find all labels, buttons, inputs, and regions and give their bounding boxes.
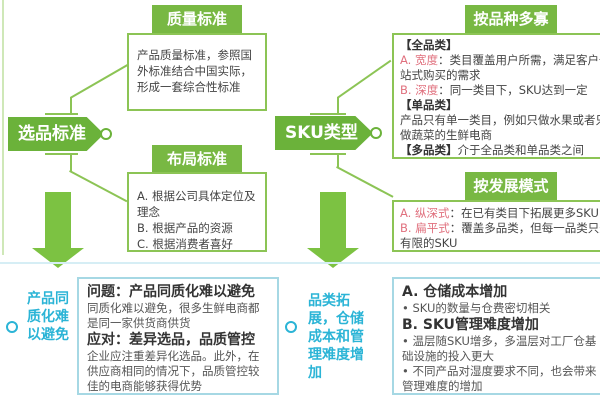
ring-icon — [370, 127, 382, 139]
single-category-text: 产品只有单一类目，例如只做水果或者只做蔬菜的生鲜电商 — [400, 113, 600, 142]
connector — [337, 155, 339, 167]
vertical-text: ：在已有类目下拓展更多SKU — [449, 206, 599, 220]
tab-quality: 质量标准 — [152, 5, 242, 33]
response-heading: 应对：差异选品，品质管控 — [87, 332, 255, 348]
problem-heading: 问题：产品同质化难以避免 — [87, 284, 255, 300]
problem-text: 同质化难以避免，很多生鲜电商都是同一家供货商供货 — [87, 301, 260, 330]
width-text: ：类目覆盖用户所需，满足客户一站式购买的需求 — [400, 53, 600, 82]
down-arrow-icon — [32, 192, 84, 268]
quality-text: 产品质量标准，参照国外标准结合中国实际，形成一套综合性标准 — [137, 48, 252, 94]
width-label: A. 宽度 — [400, 53, 438, 67]
layout-item: C. 根据消费者喜好 — [137, 237, 233, 251]
down-arrow-icon — [307, 192, 359, 268]
quality-box: 产品质量标准，参照国外标准结合中国实际，形成一套综合性标准 — [127, 33, 267, 111]
connector — [69, 170, 128, 203]
root-tag-selection: 选品标准 — [8, 117, 104, 151]
ring-icon — [100, 128, 112, 140]
ring-icon — [6, 321, 18, 333]
connector — [337, 97, 339, 114]
full-category-heading: 【全品类】 — [400, 38, 458, 52]
storage-heading: A. 仓储成本增加 — [402, 284, 508, 300]
tab-variety: 按品种多寡 — [465, 5, 557, 33]
multi-category-heading: 【多品类】 — [400, 143, 458, 157]
tab-layout: 布局标准 — [152, 145, 242, 173]
multi-category-text: 介于全品类和单品类之间 — [457, 143, 585, 157]
tab-mode: 按发展模式 — [465, 172, 557, 200]
bottom-divider — [0, 262, 600, 264]
left-edge-line — [2, 0, 4, 255]
right-result-label: 品类拓展，仓储成本和管理难度增加 — [308, 293, 364, 381]
bullet-item: • SKU的数量与仓费密切相关 — [402, 301, 551, 315]
depth-label: B. 深度 — [400, 83, 439, 97]
left-result-box: 问题：产品同质化难以避免 同质化难以避免，很多生鲜电商都是同一家供货商供货 应对… — [77, 277, 279, 395]
variety-box: 【全品类】 A. 宽度：类目覆盖用户所需，满足客户一站式购买的需求 B. 深度：… — [392, 33, 600, 159]
layout-item: B. 根据产品的资源 — [137, 221, 233, 235]
layout-item: A. 根据公司具体定位及理念 — [137, 189, 256, 219]
management-heading: B. SKU管理难度增加 — [402, 317, 539, 333]
ring-icon — [285, 321, 297, 333]
right-result-box: A. 仓储成本增加 • SKU的数量与仓费密切相关 B. SKU管理难度增加 •… — [392, 277, 600, 395]
flat-text: ：覆盖多品类，但每一品类只选有限的SKU — [400, 221, 600, 250]
root-tag-sku: SKU类型 — [275, 116, 373, 150]
single-category-heading: 【单品类】 — [400, 98, 458, 112]
depth-text: ：同一类目下，SKU达到一定 — [438, 83, 588, 97]
connector — [310, 113, 346, 115]
vertical-label: A. 纵深式 — [400, 206, 450, 220]
bullet-item: • 不同产品对湿度要求不同，也会带来管理难度的增加 — [402, 364, 597, 393]
mode-box: A. 纵深式：在已有类目下拓展更多SKU B. 扁平式：覆盖多品类，但每一品类只… — [392, 200, 600, 252]
response-text: 企业应注重差异化选品。此外，在供应商相同的情况下，品质管控较佳的电商能够获得优势 — [87, 349, 260, 393]
connector — [310, 153, 346, 155]
flat-label: B. 扁平式 — [400, 221, 450, 235]
layout-box: A. 根据公司具体定位及理念 B. 根据产品的资源 C. 根据消费者喜好 — [127, 172, 267, 252]
connector — [45, 113, 78, 115]
bullet-item: • 温层随SKU增多，多温层对工厂仓基础设施的投入更大 — [402, 334, 597, 363]
left-result-label: 产品同质化难以避免 — [27, 291, 69, 343]
connector — [337, 59, 392, 99]
connector — [45, 153, 78, 155]
connector — [70, 97, 72, 114]
connector — [70, 155, 72, 171]
